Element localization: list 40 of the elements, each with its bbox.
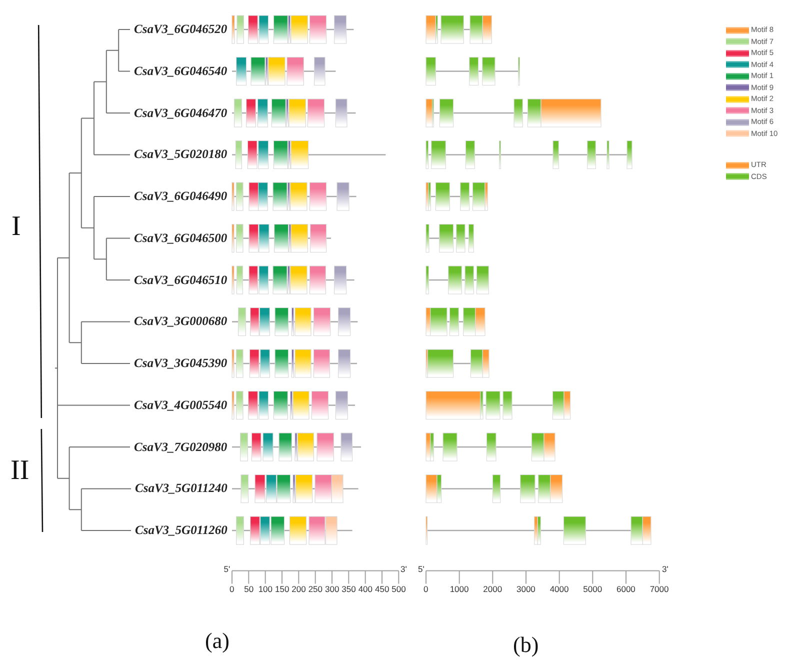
tick-label: 6000 [616, 585, 636, 594]
panel-label: (a) [205, 630, 230, 652]
axis-end-label: 5' [224, 565, 230, 574]
tick-label: 1000 [450, 585, 469, 594]
axis-end-label: 5' [418, 565, 424, 574]
tick-label: 300 [325, 585, 340, 594]
gene-label: CsaV3_6G046510 [134, 274, 228, 286]
tick-label: 200 [292, 585, 306, 594]
tick-label: 3000 [516, 585, 536, 594]
gene-label: CsaV3_6G046490 [134, 190, 228, 202]
axis-end-label: 3' [662, 565, 668, 574]
gene-label: CsaV3_5G020180 [134, 148, 228, 161]
gene-label: CsaV3_3G045390 [134, 357, 228, 370]
gene-label: CsaV3_5G011240 [135, 482, 228, 495]
tick-label: 7000 [650, 585, 669, 594]
tick-label: 500 [392, 585, 406, 594]
gene-label: CsaV3_4G005540 [134, 398, 228, 412]
tick-label: 0 [230, 585, 234, 594]
tick-label: 100 [258, 585, 273, 594]
clade-label: I [12, 213, 21, 241]
tick-label: 4000 [550, 585, 569, 594]
gene-label: CsaV3_6G046470 [134, 106, 228, 119]
gene-label: CsaV3_5G011260 [135, 524, 228, 536]
tick-label: 150 [275, 585, 290, 594]
clade-label: II [10, 457, 30, 485]
tick-label: 400 [358, 585, 373, 594]
gene-label: CsaV3_6G046540 [134, 64, 228, 78]
tick-label: 250 [308, 585, 323, 594]
gene-label: CsaV3_6G046520 [134, 23, 228, 36]
tick-label: 50 [244, 585, 254, 594]
tick-label: 5000 [583, 585, 602, 594]
panel-label: (b) [513, 634, 539, 656]
gene-label: CsaV3_3G000680 [134, 315, 228, 328]
tick-label: 0 [424, 585, 428, 594]
gene-label: CsaV3_6G046500 [134, 232, 228, 244]
axis-end-label: 3' [400, 565, 407, 574]
tick-label: 350 [342, 585, 356, 594]
gene-label: CsaV3_7G020980 [134, 440, 228, 453]
tick-label: 2000 [483, 585, 502, 594]
tick-label: 450 [375, 585, 390, 594]
